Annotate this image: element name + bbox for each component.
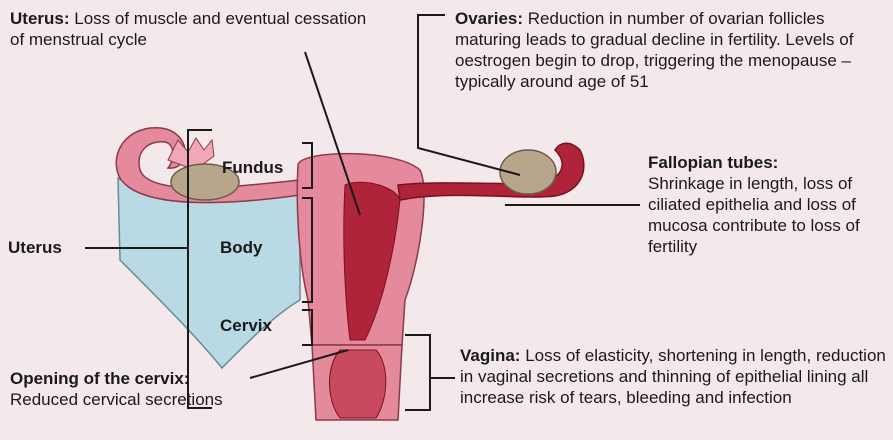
fallopian-title: Fallopian tubes: — [648, 153, 778, 172]
opening-label: Opening of the cervix: Reduced cervical … — [10, 368, 240, 410]
vagina-text: Loss of elasticity, shortening in length… — [460, 346, 886, 407]
fundus-label: Fundus — [222, 158, 283, 178]
broad-ligament — [118, 178, 300, 368]
opening-text: Reduced cervical secretions — [10, 390, 223, 409]
vaginal-canal — [330, 350, 386, 418]
vagina-label: Vagina: Loss of elasticity, shortening i… — [460, 345, 890, 408]
ovaries-label: Ovaries: Reduction in number of ovarian … — [455, 8, 855, 92]
cervix-label: Cervix — [220, 316, 272, 336]
uterus-side-label: Uterus — [8, 238, 62, 258]
opening-title: Opening of the cervix: — [10, 369, 189, 388]
fallopian-text: Shrinkage in length, loss of ciliated ep… — [648, 174, 860, 256]
uterus-top-title: Uterus: — [10, 9, 70, 28]
fallopian-label: Fallopian tubes: Shrinkage in length, lo… — [648, 152, 888, 257]
ovaries-title: Ovaries: — [455, 9, 523, 28]
body-label: Body — [220, 238, 263, 258]
uterus-top-label: Uterus: Loss of muscle and eventual cess… — [10, 8, 370, 50]
vagina-bracket — [405, 335, 430, 410]
vagina-title: Vagina: — [460, 346, 520, 365]
